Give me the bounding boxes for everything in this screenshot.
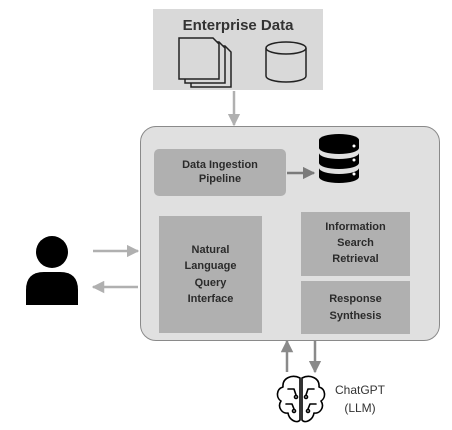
search-label-line1: Information bbox=[325, 221, 386, 234]
ingestion-label-line1: Data Ingestion bbox=[182, 158, 258, 171]
response-synthesis-box: Response Synthesis bbox=[301, 281, 410, 334]
response-label-line2: Synthesis bbox=[329, 309, 382, 322]
query-interface-box: Natural Language Query Interface bbox=[159, 216, 262, 333]
llm-label: ChatGPT (LLM) bbox=[330, 381, 390, 417]
user-person-icon bbox=[26, 236, 78, 305]
nlq-label-line2: Language bbox=[184, 260, 237, 272]
llm-label-line2: (LLM) bbox=[344, 401, 376, 415]
data-ingestion-pipeline-box: Data Ingestion Pipeline bbox=[154, 149, 286, 196]
database-server-icon bbox=[319, 134, 359, 183]
search-retrieval-box: Information Search Retrieval bbox=[301, 212, 410, 276]
documents-stack-icon bbox=[178, 37, 232, 88]
search-label-line2: Search bbox=[337, 237, 374, 250]
nlq-label-line3: Query bbox=[194, 276, 227, 289]
response-label-line1: Response bbox=[329, 293, 382, 305]
search-label-line3: Retrieval bbox=[332, 252, 379, 265]
llm-label-line1: ChatGPT bbox=[334, 383, 385, 397]
ai-brain-circuit-icon bbox=[276, 375, 326, 423]
enterprise-data-title: Enterprise Data bbox=[182, 17, 294, 34]
database-cylinder-icon bbox=[265, 41, 307, 83]
nlq-label-line1: Natural bbox=[191, 243, 230, 256]
nlq-label-line4: Interface bbox=[187, 293, 234, 305]
ingestion-label-line2: Pipeline bbox=[198, 172, 242, 185]
